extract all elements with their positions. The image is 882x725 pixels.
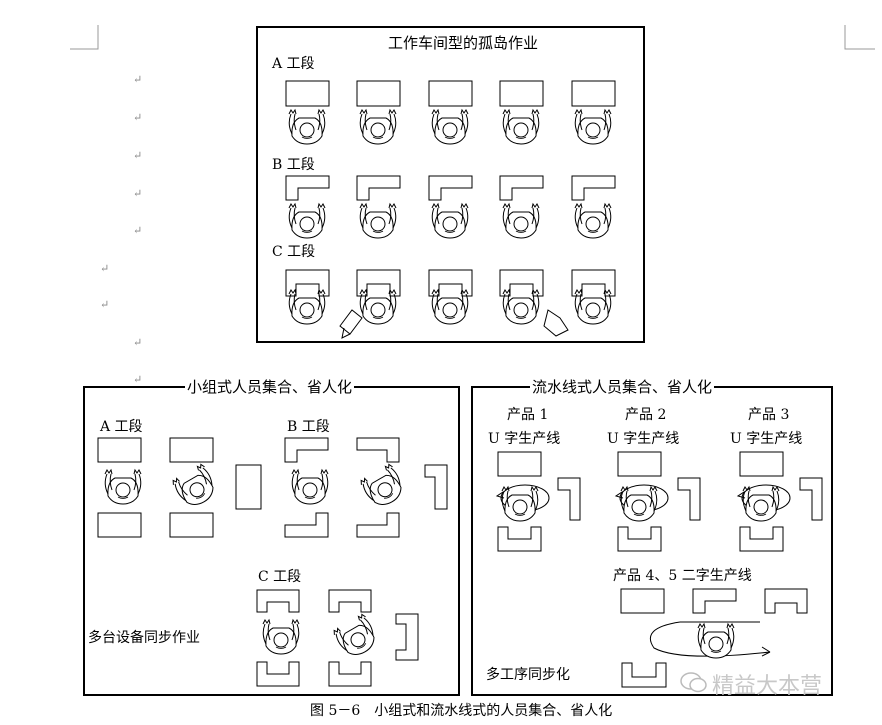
top-section-a-label: A 工段 [272,56,315,72]
top-section-c-label: C 工段 [272,244,316,260]
station-icon [285,175,330,201]
product45-label: 产品 4、5 二字生产线 [613,568,752,584]
left-section-c-label: C 工段 [258,569,302,585]
paragraph-mark-icon: ↵ [133,111,143,124]
wechat-logo-icon [680,672,707,693]
arrow-icon [339,309,363,339]
arrow-icon [543,309,569,337]
worker-icon [501,486,539,522]
corner-mark-top-left [70,25,99,50]
station-icon [356,80,401,107]
paragraph-mark-icon: ↵ [100,262,110,275]
station-icon [285,80,330,107]
paragraph-mark-icon: ↵ [133,73,143,86]
station-icon [428,80,473,107]
paragraph-mark-icon: ↵ [133,373,143,386]
worker-icon [742,486,780,522]
right-panel-title: 流水线式人员集合、省人化 [530,376,715,397]
top-panel-title: 工作车间型的孤岛作业 [388,34,539,52]
left-section-a-label: A 工段 [100,419,143,435]
watermark-text: 精益大本营 [712,674,823,699]
station-icon [499,175,544,201]
worker-icon [697,623,735,659]
station-icon [571,80,616,107]
station-icon [571,269,616,297]
corner-mark-top-right [844,25,875,50]
u-line-label-3: U 字生产线 [730,431,803,447]
figure-caption: 图 5－6 小组式和流水线式的人员集合、省人化 [310,703,613,719]
left-panel-title: 小组式人员集合、省人化 [185,376,355,397]
right-panel-note: 多工序同步化 [486,667,570,683]
u-line-label-1: U 字生产线 [488,431,561,447]
top-section-b-label: B 工段 [272,157,315,173]
station-icon [428,269,473,297]
station-icon [499,80,544,107]
worker-icon [620,486,658,522]
paragraph-mark-icon: ↵ [133,224,143,237]
product3-label: 产品 3 [748,407,790,423]
paragraph-mark-icon: ↵ [100,298,110,311]
u-line-label-2: U 字生产线 [607,431,680,447]
station-icon [356,175,401,201]
product2-label: 产品 2 [625,407,667,423]
paragraph-mark-icon: ↵ [133,336,143,349]
product1-label: 产品 1 [507,407,549,423]
station-icon [356,269,401,297]
station-icon [499,269,544,297]
left-section-b-label: B 工段 [287,419,330,435]
station-icon [428,175,473,201]
station-icon [571,175,616,201]
station-icon [285,269,330,297]
paragraph-mark-icon: ↵ [133,187,143,200]
paragraph-mark-icon: ↵ [133,149,143,162]
left-panel-note: 多台设备同步作业 [88,630,200,646]
